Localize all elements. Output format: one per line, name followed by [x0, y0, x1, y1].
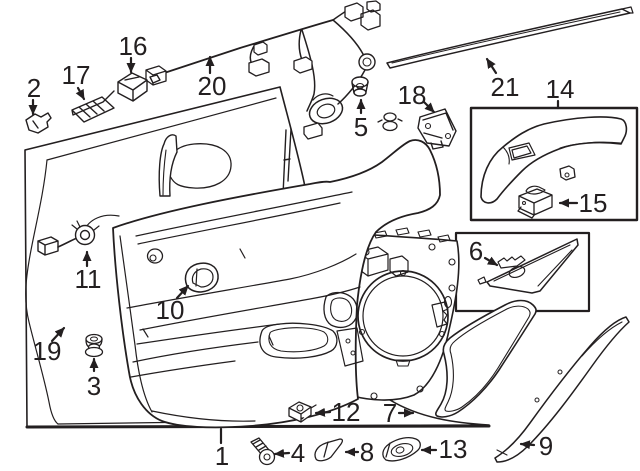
callout-19-number: 19 [33, 336, 62, 366]
control-module-drawing [417, 108, 457, 150]
callout-15-window-switch: 15 [558, 188, 608, 218]
belt-molding-drawing [386, 6, 634, 69]
door-trim-panel-drawing [112, 139, 441, 429]
door-inner-panel-drawing [343, 227, 460, 401]
callout-13-number: 13 [439, 434, 468, 464]
callout-4-arrow [273, 448, 291, 458]
callout-4-number: 4 [291, 438, 305, 468]
callout-1-number: 1 [215, 441, 229, 471]
callout-8-wedge-clip: 8 [344, 437, 374, 467]
window-bracket [158, 128, 292, 197]
callout-2-number: 2 [27, 73, 41, 103]
harness-connector-drawing [71, 90, 115, 123]
callout-12-number: 12 [332, 397, 361, 427]
callout-14-armrest-trim-set: 14 [546, 74, 575, 110]
bulb-socket-drawing [351, 76, 369, 97]
callout-10-handle-bezel: 10 [156, 284, 190, 325]
callout-15-number: 15 [579, 188, 608, 218]
callout-5-bulb-socket: 5 [354, 98, 368, 142]
callout-11-number: 11 [75, 264, 102, 294]
callout-18-arrow [422, 100, 436, 114]
callout-7-number: 7 [383, 398, 397, 428]
callout-21-arrow [485, 57, 498, 75]
mirror-trim-patch-drawing [477, 238, 579, 294]
screw-drawing [250, 437, 276, 466]
callout-9-pillar-applique: 9 [519, 431, 553, 461]
lock-switch-drawing [288, 401, 317, 423]
callout-6-arrow [483, 256, 499, 267]
callout-8-number: 8 [360, 437, 374, 467]
push-clip-drawing [377, 112, 403, 132]
callout-20-number: 20 [198, 71, 227, 101]
callout-18-number: 18 [398, 80, 427, 110]
callout-12-arrow [314, 407, 332, 417]
callout-7-door-opening-seal: 7 [383, 398, 415, 428]
callout-6-number: 6 [469, 236, 483, 266]
courtesy-lamp-drawing [37, 220, 100, 256]
callout-16-mirror-switch: 16 [119, 31, 148, 74]
callout-12-lock-switch: 12 [314, 397, 361, 427]
callout-16-number: 16 [119, 31, 148, 61]
callout-4-screw: 4 [273, 438, 305, 468]
callout-11-courtesy-lamp: 11 [75, 250, 102, 294]
callout-6-mirror-trim-patch: 6 [469, 236, 499, 267]
callout-17-number: 17 [62, 60, 91, 90]
pull-handle-cup-drawing [382, 437, 421, 462]
grommet-drawing [84, 333, 104, 358]
callout-14-number: 14 [546, 74, 575, 104]
callout-3-grommet: 3 [87, 357, 101, 401]
callout-18-control-module: 18 [398, 80, 436, 114]
wedge-clip-drawing [314, 438, 344, 462]
callout-21-number: 21 [491, 72, 520, 102]
callout-1-door-trim-panel: 1 [215, 427, 229, 471]
callout-21-belt-molding: 21 [485, 57, 520, 102]
pillar-applique-drawing [494, 316, 630, 463]
callout-10-arrow [175, 284, 190, 300]
callout-20-wiring-harness: 20 [198, 55, 227, 101]
callout-3-number: 3 [87, 371, 101, 401]
callout-13-pull-handle-cup: 13 [420, 434, 468, 464]
door-seal-drawing [434, 299, 537, 418]
callout-19-water-deflector: 19 [33, 326, 66, 366]
callout-17-arrow [75, 86, 86, 101]
callout-17-harness-connector: 17 [62, 60, 91, 101]
mirror-switch-drawing [117, 72, 161, 102]
armrest-inset-box [469, 106, 639, 222]
callout-19-arrow [50, 326, 66, 343]
callout-2-retainer-clip: 2 [27, 73, 41, 116]
callout-10-number: 10 [156, 295, 185, 325]
callout-5-number: 5 [354, 112, 368, 142]
callout-9-arrow [519, 440, 536, 450]
retainer-clip-drawing [25, 112, 52, 134]
callout-9-number: 9 [539, 431, 553, 461]
